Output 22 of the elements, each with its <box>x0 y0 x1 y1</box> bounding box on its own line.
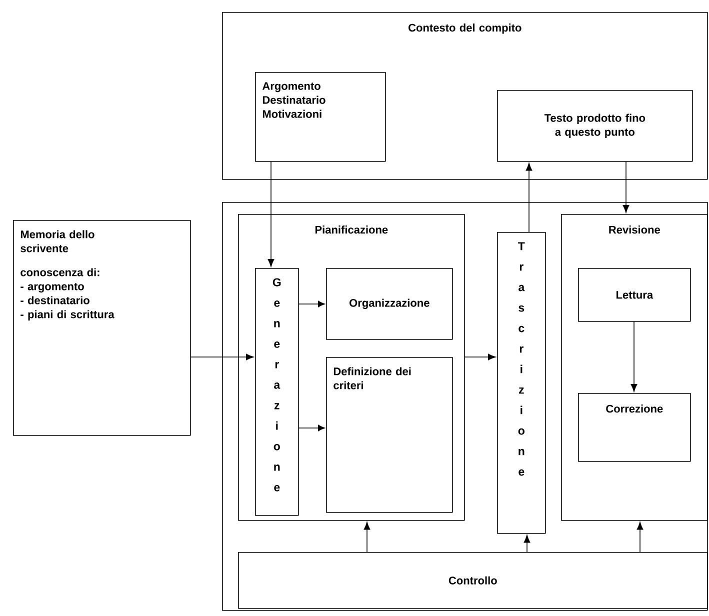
arrow <box>464 354 496 360</box>
process-box: Argomento Destinatario Motivazioni <box>255 72 386 162</box>
arrow <box>298 300 325 308</box>
process-panel <box>222 202 708 611</box>
process-box: Correzione <box>578 393 691 462</box>
arrow <box>298 424 325 432</box>
arrow <box>636 522 644 552</box>
process-box: Testo prodotto fino a questo punto <box>497 90 693 162</box>
vertical-box: Trascrizione <box>497 232 546 534</box>
arrow <box>268 161 274 267</box>
vertical-box: Generazione <box>255 268 299 516</box>
arrow <box>630 321 638 392</box>
arrow <box>524 535 530 552</box>
process-box: Definizione dei criteri <box>326 357 453 513</box>
process-box: Organizzazione <box>326 268 453 340</box>
process-box: Lettura <box>578 268 691 322</box>
memory-box: Memoria dello scrivente conoscenza di: - argomento - destinatario - piani di scrittura <box>13 220 191 436</box>
arrow <box>364 522 370 552</box>
process-box: Controllo <box>238 552 708 609</box>
arrow <box>190 354 254 360</box>
arrow <box>622 161 630 213</box>
arrow <box>526 162 532 232</box>
